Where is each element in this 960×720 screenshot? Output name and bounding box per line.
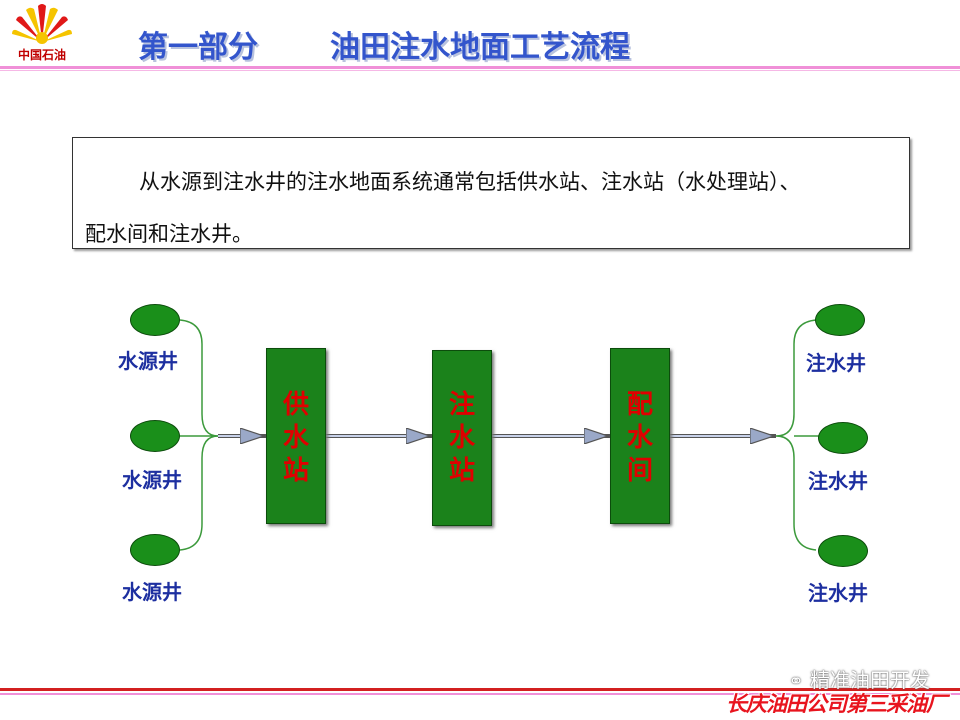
station-char: 间 — [626, 456, 653, 486]
petrochina-emblem-icon — [12, 4, 72, 44]
injection-well-node-2 — [818, 422, 868, 454]
station-char: 配 — [626, 390, 653, 420]
station-char: 站 — [282, 456, 309, 486]
source-well-label-3: 水源井 — [122, 580, 182, 604]
section-number: 第一部分 — [138, 30, 258, 65]
source-bracket-lower — [201, 435, 219, 459]
source-well-node-2 — [130, 420, 180, 452]
footer-divider-pink — [0, 693, 960, 695]
footer-unit-name: 长庆油田公司第三采油厂 — [726, 692, 947, 716]
station-char: 供 — [282, 390, 309, 420]
watermark: ⚭ 精准油田开发 — [789, 664, 930, 693]
header-divider-thin — [0, 70, 960, 71]
intro-line-1: 从水源到注水井的注水地面系统通常包括供水站、注水站（水处理站）、 — [139, 170, 801, 194]
logo-text: 中国石油 — [17, 48, 66, 62]
petrochina-logo: 中国石油 — [10, 2, 74, 64]
footer-divider-red — [0, 688, 960, 691]
source-well-node-1 — [130, 304, 180, 336]
injection-well-label-2: 注水井 — [808, 469, 868, 493]
station-char: 站 — [448, 456, 475, 486]
station-char: 注 — [448, 390, 475, 420]
injection-well-label-3: 注水井 — [808, 581, 868, 605]
watermark-text: 精准油田开发 — [810, 668, 930, 692]
water-distribution-room: 配 水 间 — [610, 348, 670, 524]
injection-well-label-1: 注水井 — [806, 351, 866, 375]
source-well-node-3 — [130, 534, 180, 566]
header-divider — [0, 66, 960, 69]
injection-well-node-3 — [818, 535, 868, 567]
station-char: 水 — [626, 423, 653, 453]
intro-textbox: 从水源到注水井的注水地面系统通常包括供水站、注水站（水处理站）、 配水间和注水井… — [72, 137, 910, 249]
injection-well-node-1 — [815, 304, 865, 336]
source-bracket — [179, 319, 219, 551]
station-char: 水 — [282, 423, 309, 453]
intro-line-2: 配水间和注水井。 — [85, 222, 253, 246]
water-injection-station: 注 水 站 — [432, 350, 492, 526]
source-well-label-2: 水源井 — [122, 468, 182, 492]
wechat-icon: ⚭ — [788, 671, 804, 692]
source-well-label-1: 水源井 — [118, 349, 178, 373]
page-title: 油田注水地面工艺流程 — [330, 30, 630, 65]
water-supply-station: 供 水 站 — [266, 348, 326, 524]
station-char: 水 — [448, 423, 475, 453]
